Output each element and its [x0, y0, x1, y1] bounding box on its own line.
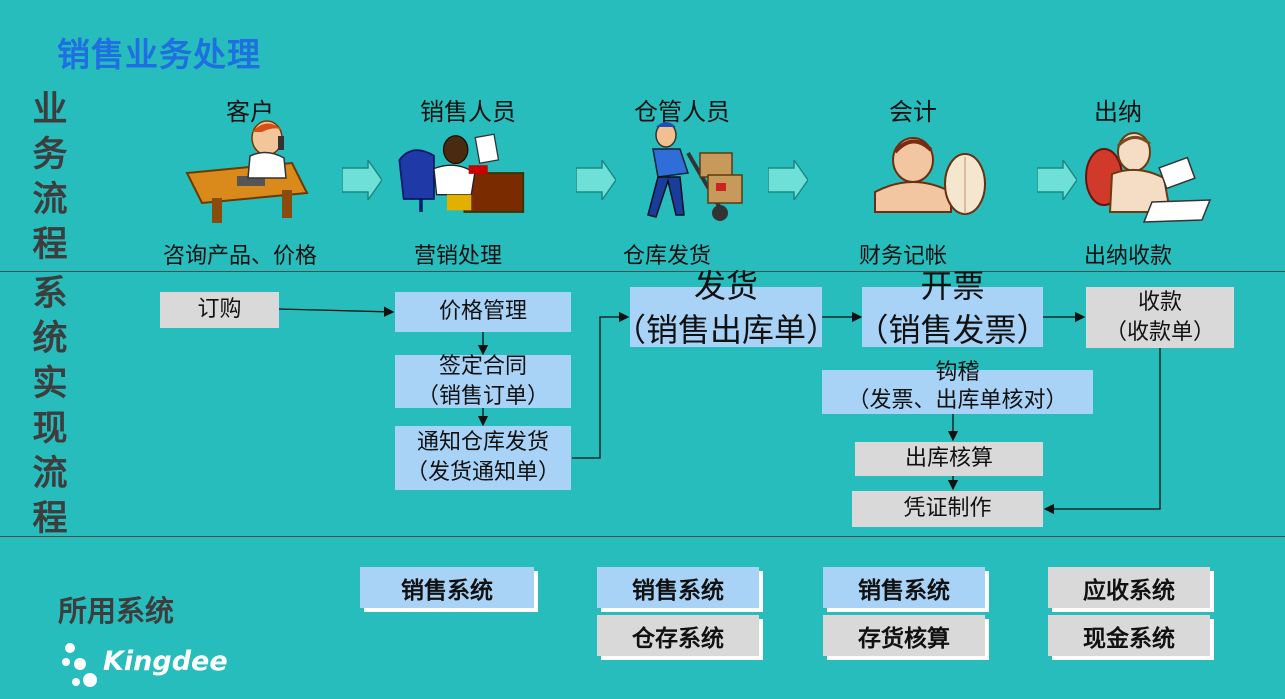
box-receipt: 收款 （收款单） [1086, 287, 1234, 348]
role-accountant: 会计 [889, 98, 937, 126]
warehouse-worker-hand-truck-icon [647, 122, 743, 221]
salesperson-at-desk-icon [398, 133, 525, 213]
task-cashier: 出纳收款 [1083, 244, 1172, 269]
role-cashier: 出纳 [1094, 98, 1142, 126]
system-sales-2: 销售系统 [597, 567, 759, 608]
system-sales-3: 销售系统 [823, 567, 985, 608]
box-notify-warehouse-line1: 通知仓库发货 [416, 430, 549, 455]
box-notify-warehouse-line2: （发货通知单） [405, 460, 560, 485]
task-warehouse: 仓库发货 [622, 244, 711, 269]
box-sign-contract-line1: 签定合同 [438, 353, 527, 379]
role-salesperson: 销售人员 [420, 98, 516, 126]
brand-name: Kingdee [103, 646, 228, 677]
box-invoice-line2: （销售发票） [856, 311, 1049, 349]
row-label-business-flow: 业务流程 [32, 90, 68, 265]
flow-arrow-icon [576, 160, 616, 200]
box-ship-line2: （销售出库单） [614, 311, 839, 349]
box-price-management: 价格管理 [395, 292, 571, 332]
system-receivables: 应收系统 [1048, 567, 1210, 608]
box-ship: 发货 （销售出库单） [614, 267, 838, 349]
box-sign-contract: 签定合同 （销售订单） [395, 353, 571, 409]
box-invoice-line1: 开票 [920, 267, 985, 305]
box-verify-line1: 钩稽 [935, 360, 980, 385]
accountant-icon [874, 137, 986, 215]
divider-bottom [0, 536, 1285, 537]
divider-top [0, 271, 1285, 272]
system-cash: 现金系统 [1048, 615, 1210, 656]
box-invoice: 开票 （销售发票） [857, 267, 1049, 349]
box-sign-contract-line2: （销售订单） [416, 383, 549, 409]
kingdee-logo-icon [62, 643, 97, 687]
box-outbound-costing: 出库核算 [855, 442, 1043, 476]
box-verify: 钩稽 （发票、出库单核对） [822, 360, 1093, 414]
role-warehouse: 仓管人员 [634, 98, 730, 126]
system-sales-1: 销售系统 [360, 567, 534, 608]
task-accountant: 财务记帐 [858, 244, 947, 269]
customer-on-phone-icon [185, 120, 309, 223]
box-verify-line2: （发票、出库单核对） [847, 388, 1068, 413]
cashier-icon [1085, 132, 1212, 223]
flow-arrow-icon [768, 160, 808, 200]
task-salesperson: 营销处理 [413, 244, 502, 269]
box-receipt-line1: 收款 [1137, 289, 1182, 315]
row-label-system-flow: 系统实现流程 [32, 274, 68, 539]
box-ship-line1: 发货 [693, 267, 758, 305]
row-label-systems-used: 所用系统 [58, 594, 175, 628]
task-customer: 咨询产品、价格 [162, 244, 317, 269]
system-inventory: 仓存系统 [597, 615, 759, 656]
flow-arrow-icon [1037, 160, 1077, 200]
page-title: 销售业务处理 [57, 35, 261, 74]
box-notify-warehouse: 通知仓库发货 （发货通知单） [395, 426, 571, 490]
box-voucher: 凭证制作 [852, 491, 1043, 527]
flow-arrow-icon [342, 160, 382, 200]
system-inventory-costing: 存货核算 [823, 615, 985, 656]
box-receipt-line2: （收款单） [1104, 319, 1215, 345]
box-order: 订购 [160, 292, 279, 328]
